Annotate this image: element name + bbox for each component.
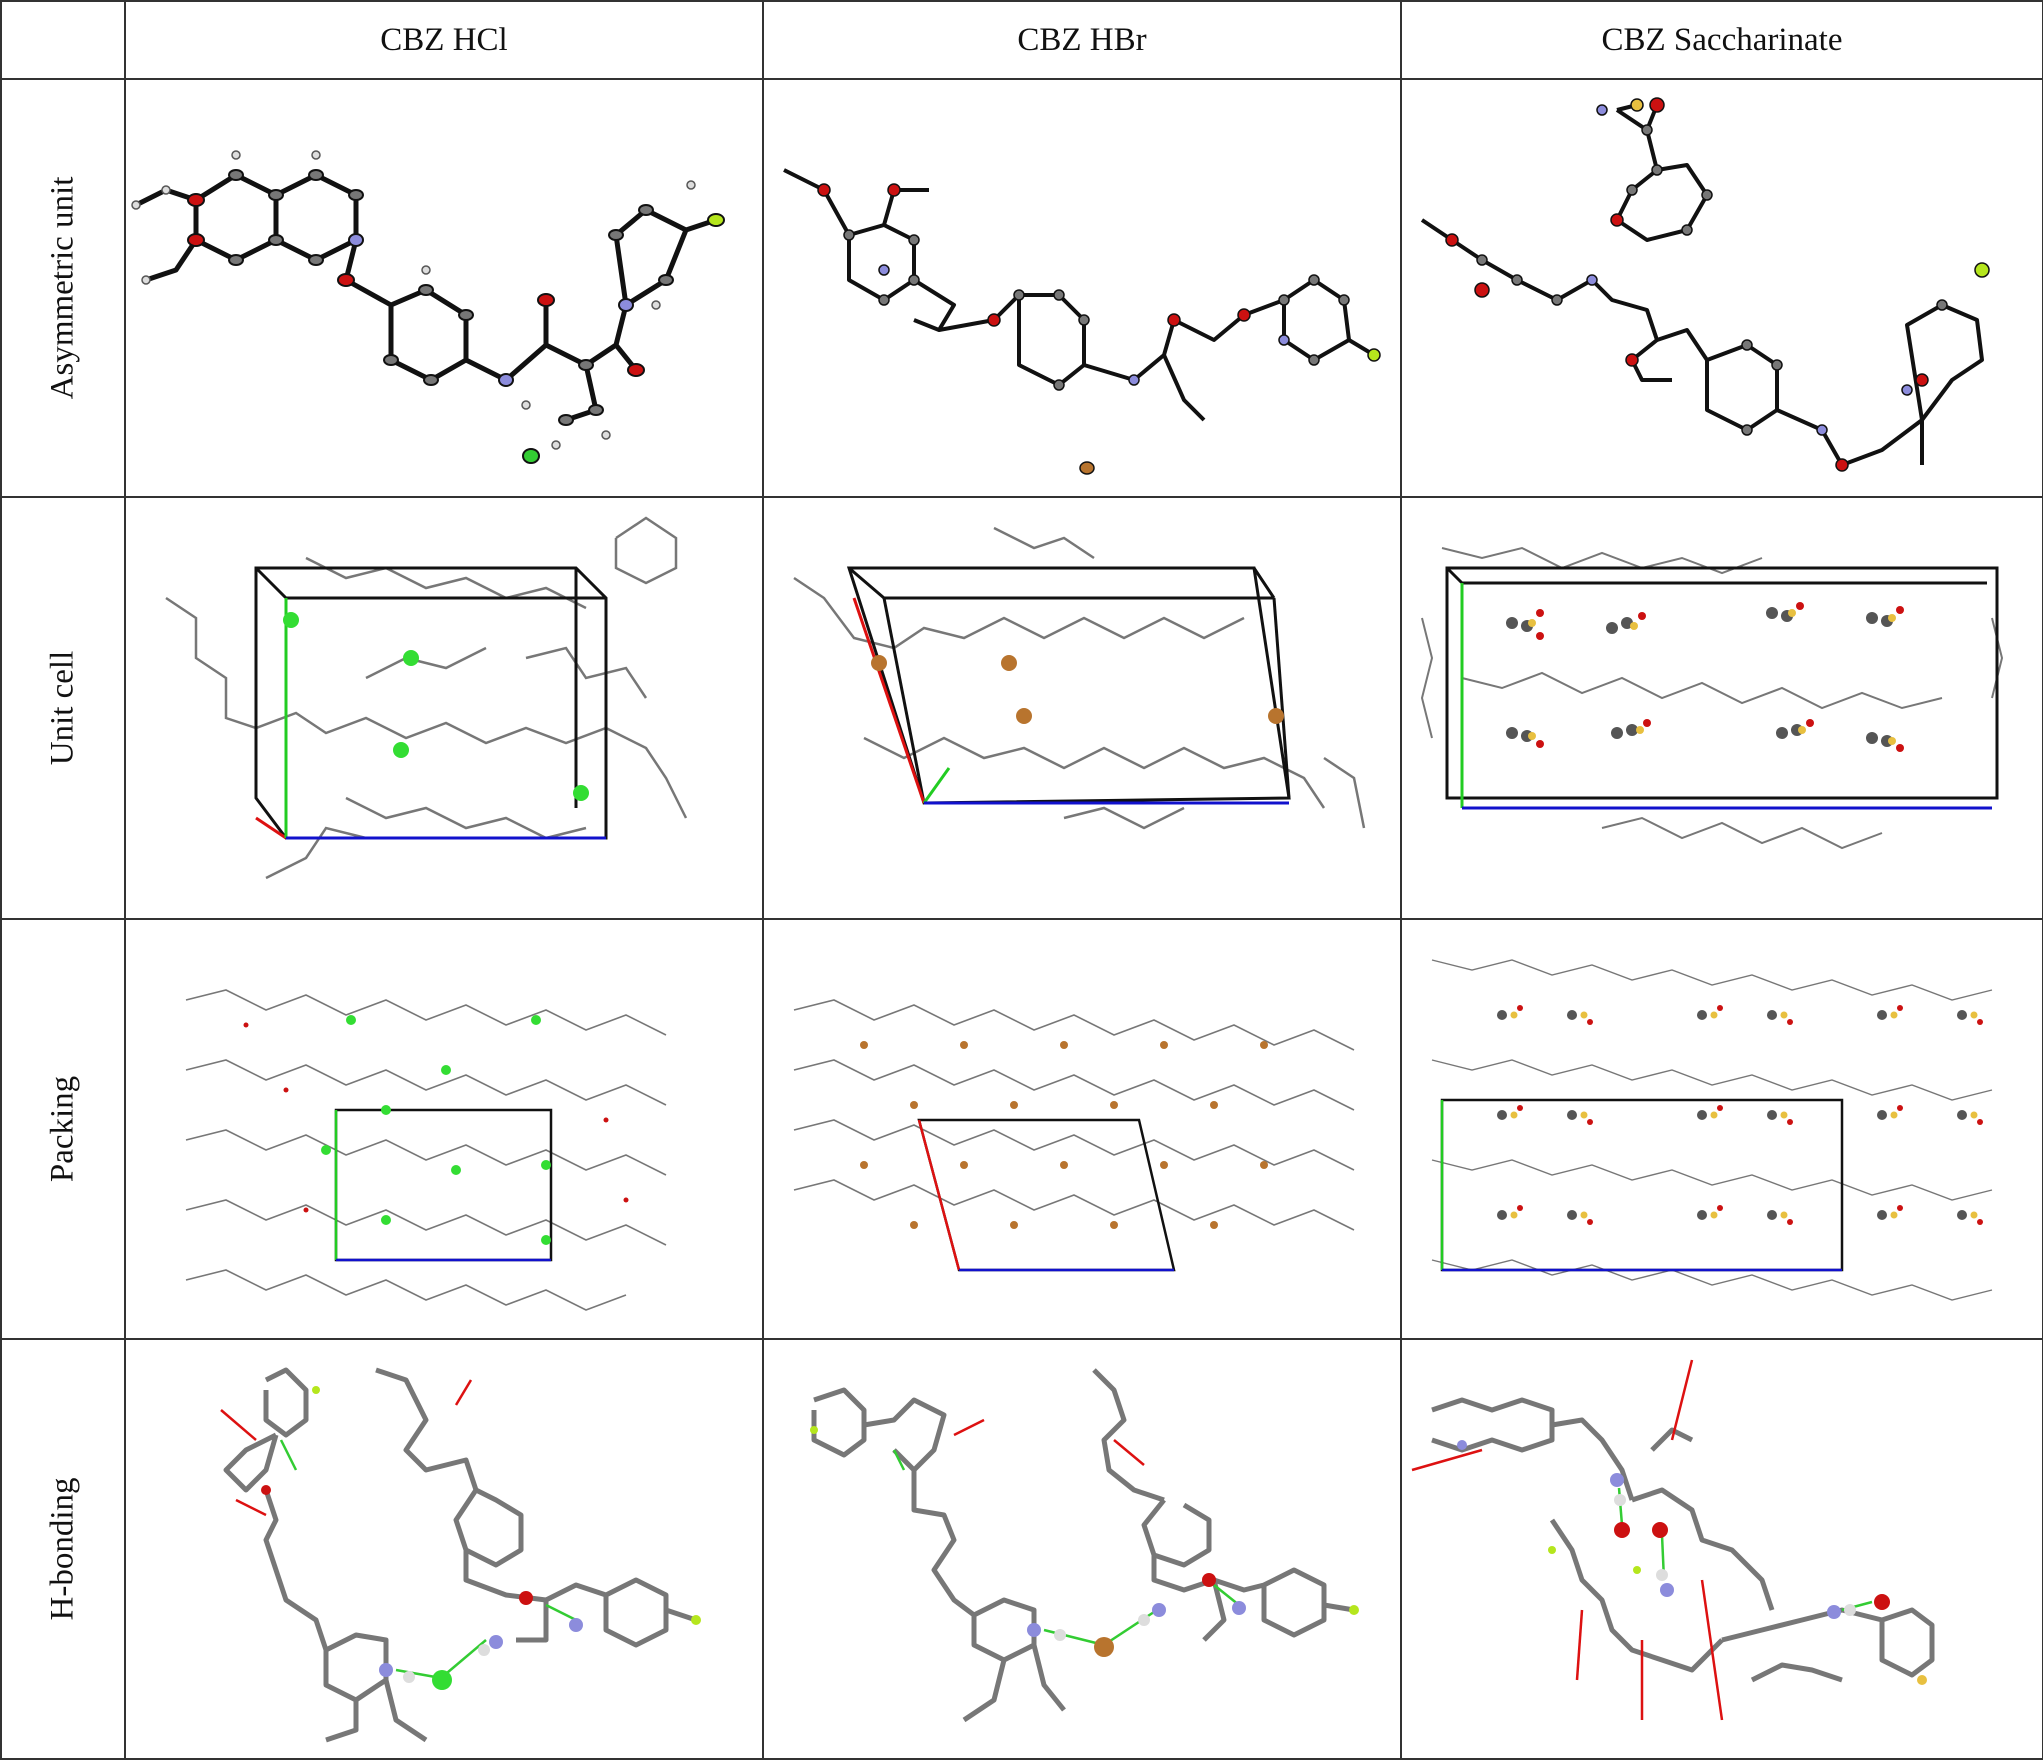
row-header-asymmetric-unit: Asymmetric unit (0, 78, 126, 498)
column-header-cbz-hbr: CBZ HBr (762, 0, 1402, 80)
unit-cell-hbr-image (762, 496, 1402, 920)
h-bonding-hcl-diagram (220, 1367, 701, 1743)
row-header-h-bonding: H-bonding (0, 1338, 126, 1760)
asymmetric-unit-hbr-image (762, 78, 1402, 498)
unit-cell-saccharinate-image (1400, 496, 2043, 920)
asymmetric-unit-saccharinate-image (1400, 78, 2043, 498)
packing-hcl-image (124, 918, 764, 1340)
packing-hcl-diagram (185, 989, 667, 1311)
h-bonding-hbr-diagram (810, 1368, 1359, 1723)
unit-cell-hcl-image (124, 496, 764, 920)
ortep-hbr-diagram (783, 168, 1381, 475)
h-bonding-hbr-image (762, 1338, 1402, 1760)
unit-cell-hbr-diagram (793, 526, 1366, 830)
ortep-hcl-diagram (131, 150, 725, 464)
asymmetric-unit-hcl-image (124, 78, 764, 498)
column-header-cbz-hcl: CBZ HCl (124, 0, 764, 80)
packing-hbr-diagram (793, 999, 1355, 1272)
packing-saccharinate-image (1400, 918, 2043, 1340)
row-header-packing: Packing (0, 918, 126, 1340)
unit-cell-hcl-diagram (165, 516, 688, 880)
h-bonding-saccharinate-diagram (1411, 1359, 1935, 1721)
corner-cell (0, 0, 126, 80)
packing-hbr-image (762, 918, 1402, 1340)
row-header-unit-cell: Unit cell (0, 496, 126, 920)
ortep-saccharinate-diagram (1420, 97, 1990, 472)
h-bonding-saccharinate-image (1400, 1338, 2043, 1760)
h-bonding-hcl-image (124, 1338, 764, 1760)
packing-saccharinate-diagram (1431, 959, 1993, 1301)
column-header-cbz-saccharinate: CBZ Saccharinate (1400, 0, 2043, 80)
unit-cell-saccharinate-diagram (1420, 546, 2004, 850)
